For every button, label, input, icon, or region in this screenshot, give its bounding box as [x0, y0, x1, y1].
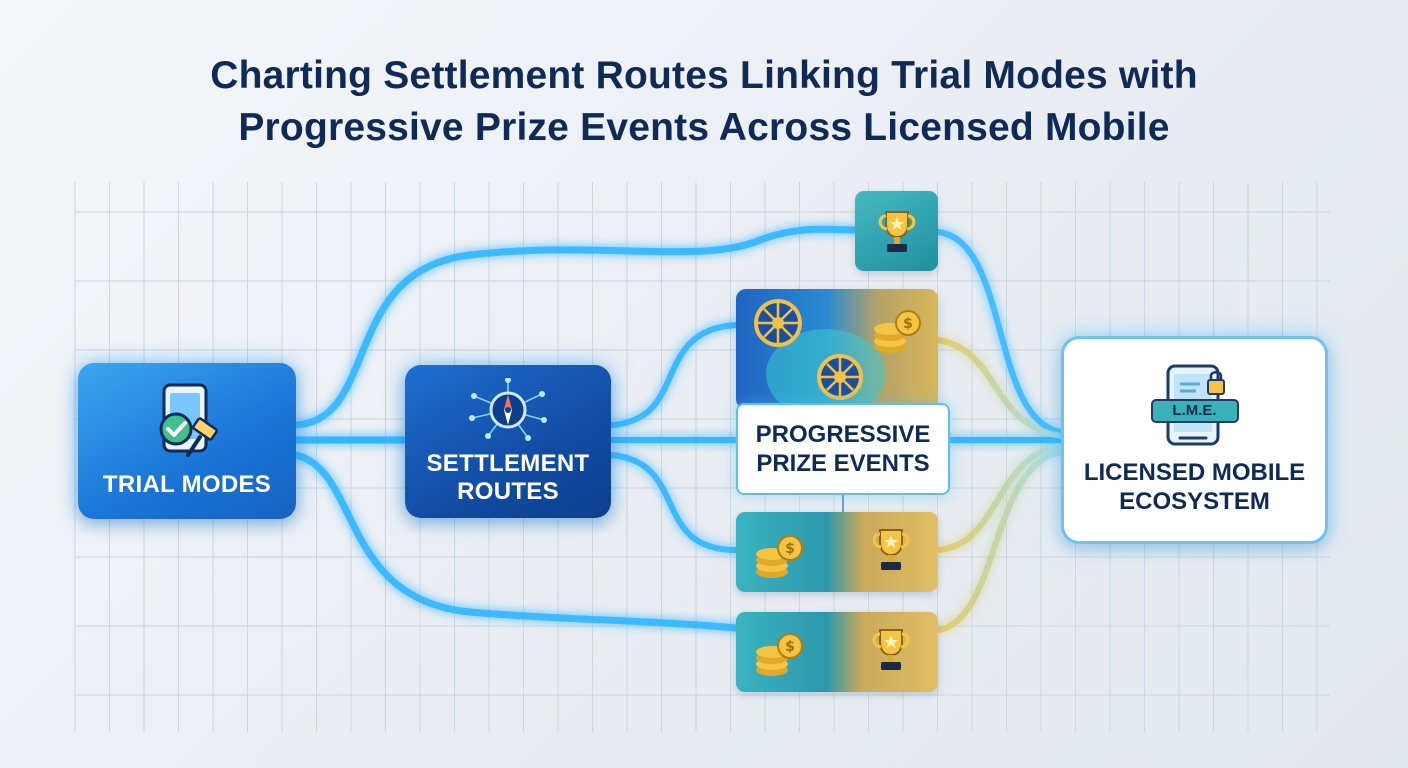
top-trophy-tile[interactable]: [855, 191, 938, 271]
prize-wheel-icon-center: [817, 354, 863, 400]
mid-coins-trophy-tile[interactable]: $: [736, 512, 938, 592]
progressive-label-2: PRIZE EVENTS: [756, 450, 930, 477]
coin-stack-icon: $: [874, 310, 921, 353]
flow-trial-to-bottom-tiles: [292, 451, 740, 632]
phone-lock-icon: L.M.E.: [1150, 364, 1240, 448]
flow-settlement-to-cluster: [608, 322, 739, 428]
flow-settlement-to-mid-tiles: [608, 452, 739, 553]
phone-checkmark-gavel-icon: [159, 383, 218, 457]
trial-modes-label: TRIAL MODES: [102, 471, 272, 498]
progressive-prize-events-node[interactable]: PROGRESSIVE PRIZE EVENTS: [736, 403, 950, 495]
title-line-1: Charting Settlement Routes Linking Trial…: [210, 54, 1198, 97]
trophy-icon: [872, 529, 910, 570]
svg-text:$: $: [785, 541, 795, 557]
flow-gold-bottom-to-licensed: [935, 449, 1064, 633]
bottom-coins-trophy-tile[interactable]: $: [736, 612, 938, 692]
svg-text:$: $: [785, 639, 795, 655]
flow-trial-to-top-trophy: [292, 225, 859, 429]
page-title: Charting Settlement Routes Linking Trial…: [0, 50, 1408, 154]
title-line-2: Progressive Prize Events Across Licensed…: [238, 106, 1170, 149]
trophy-icon: [872, 629, 910, 670]
licensed-label-2: ECOSYSTEM: [1119, 488, 1270, 515]
coin-stack-icon: $: [756, 535, 803, 578]
lme-badge-text: L.M.E.: [1172, 402, 1217, 419]
trophy-icon: [878, 211, 915, 252]
prize-wheel-cluster[interactable]: $: [736, 289, 938, 409]
flow-gold-mid-to-licensed: [935, 443, 1064, 553]
licensed-label-1: LICENSED MOBILE: [1083, 459, 1306, 486]
licensed-mobile-ecosystem-node[interactable]: L.M.E. LICENSED MOBILE ECOSYSTEM: [1061, 336, 1328, 544]
coin-stack-icon: $: [756, 633, 803, 676]
compass-network-icon: [469, 377, 547, 441]
trial-modes-node[interactable]: TRIAL MODES: [78, 363, 296, 519]
settlement-routes-node[interactable]: SETTLEMENT ROUTES: [405, 365, 611, 518]
settlement-routes-label-1: SETTLEMENT: [426, 449, 590, 477]
flow-gold-cluster-to-licensed: [935, 337, 1064, 439]
prize-wheel-icon: [754, 299, 802, 347]
svg-text:$: $: [903, 316, 913, 332]
flow-top-trophy-to-licensed: [935, 229, 1064, 435]
settlement-routes-label-2: ROUTES: [457, 477, 559, 505]
progressive-label-1: PROGRESSIVE: [755, 421, 931, 448]
